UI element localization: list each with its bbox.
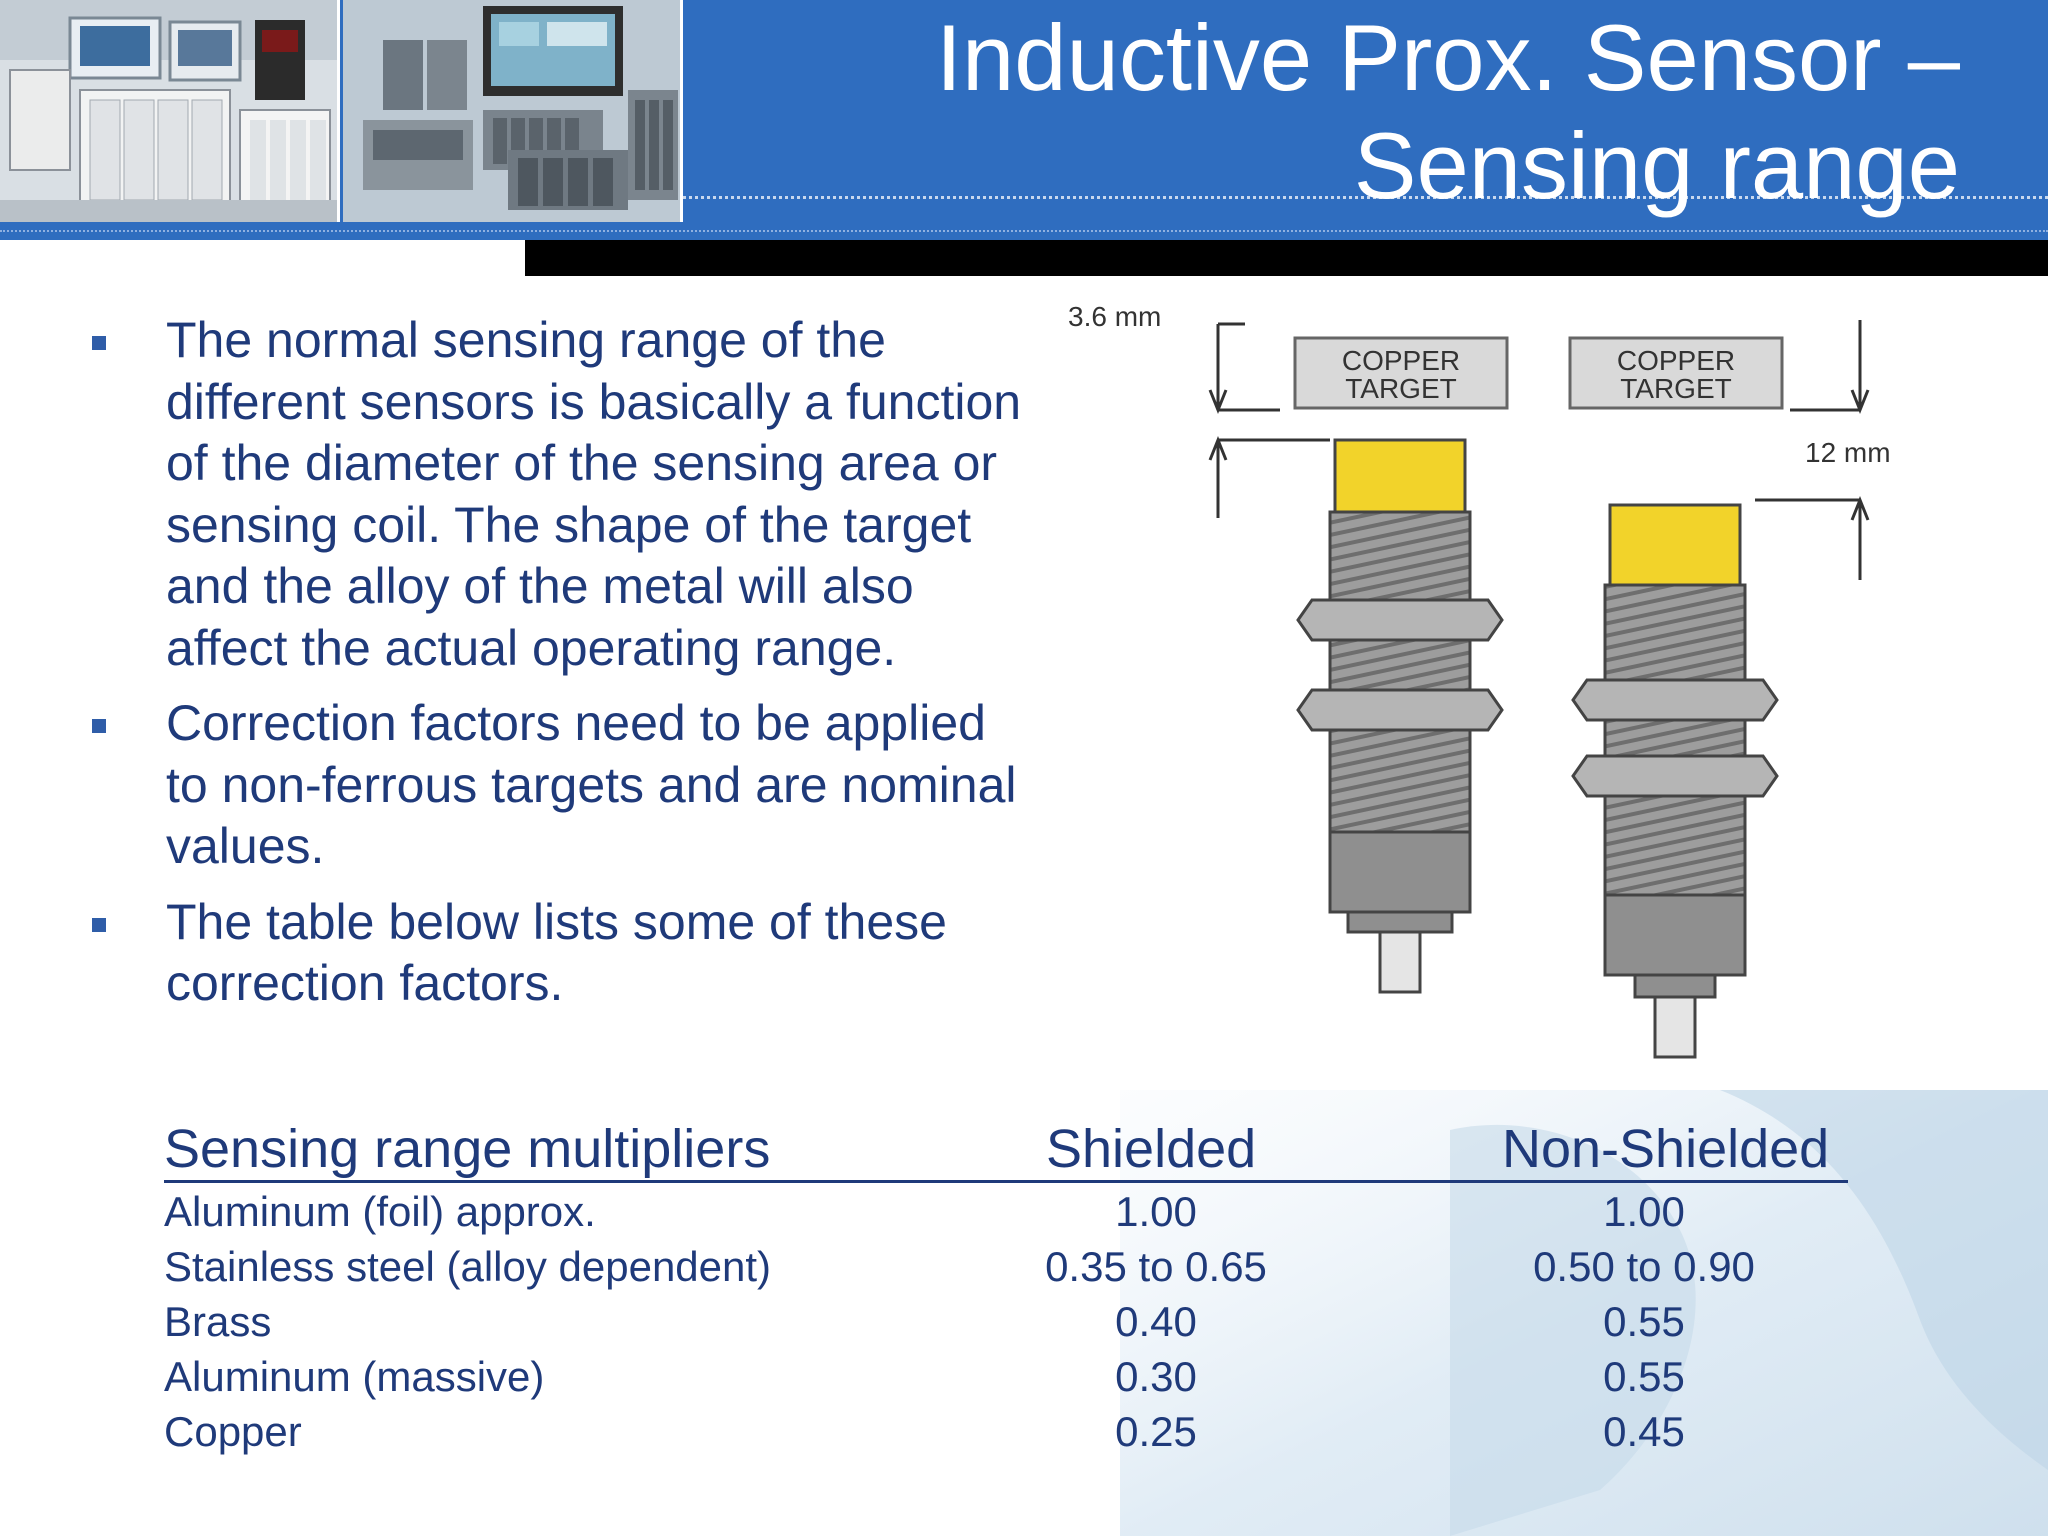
- header-underline: [164, 1180, 1848, 1183]
- shielded-cell: 1.00: [1115, 1188, 1197, 1235]
- bullet-item: Correction factors need to be applied to…: [88, 693, 1028, 878]
- header-multipliers: Sensing range multipliers: [164, 1119, 771, 1179]
- left-target-line-2: TARGET: [1345, 373, 1456, 404]
- material-cell: Copper: [164, 1408, 302, 1455]
- bullet-text: The normal sensing range of the differen…: [166, 312, 1022, 676]
- shielded-cell: 0.30: [1115, 1353, 1197, 1400]
- bullet-item: The normal sensing range of the differen…: [88, 310, 1028, 679]
- shielded-cell: 0.35 to 0.65: [1045, 1243, 1267, 1290]
- slide-header: Inductive Prox. Sensor – Sensing range: [0, 0, 2048, 240]
- left-target-line-1: COPPER: [1342, 345, 1460, 376]
- correction-factor-table: Sensing range multipliers Shielded Non-S…: [164, 1118, 1864, 1459]
- shielded-cell: 0.25: [1115, 1408, 1197, 1455]
- plc-hardware-photo: [0, 0, 340, 222]
- non-shielded-sensor: [1571, 503, 1779, 1059]
- non-shielded-cell: 0.55: [1603, 1298, 1685, 1345]
- shielded-sensor: [1296, 438, 1504, 994]
- plc-modules-photo: [343, 0, 683, 222]
- right-copper-target: COPPER TARGET: [1568, 336, 1784, 410]
- square-bullet-icon: [92, 336, 106, 350]
- table-row: Aluminum (foil) approx. 1.00 1.00: [164, 1184, 1864, 1239]
- square-bullet-icon: [92, 917, 106, 932]
- bullet-item: The table below lists some of these corr…: [88, 892, 1028, 1015]
- right-distance-label: 12 mm: [1805, 437, 1891, 468]
- header-black-bar: [525, 240, 2048, 276]
- bullet-text: The table below lists some of these corr…: [166, 893, 947, 1012]
- header-dotted-rule-lower: [0, 230, 2048, 232]
- header-gap: [0, 240, 525, 252]
- right-target-line-2: TARGET: [1620, 373, 1731, 404]
- header-dotted-rule: [683, 196, 2048, 199]
- material-cell: Aluminum (massive): [164, 1353, 545, 1400]
- header-shielded: Shielded: [1046, 1119, 1257, 1179]
- material-cell: Aluminum (foil) approx.: [164, 1188, 596, 1235]
- non-shielded-cell: 0.50 to 0.90: [1533, 1243, 1755, 1290]
- left-dimension-arrows: [1208, 322, 1330, 518]
- non-shielded-cell: 1.00: [1603, 1188, 1685, 1235]
- shielded-cell: 0.40: [1115, 1298, 1197, 1345]
- title-line-1: Inductive Prox. Sensor –: [935, 5, 1960, 110]
- bullet-text: Correction factors need to be applied to…: [166, 695, 1017, 874]
- square-bullet-icon: [92, 719, 106, 733]
- table-row: Brass 0.40 0.55: [164, 1294, 1864, 1349]
- slide-title: Inductive Prox. Sensor – Sensing range: [680, 4, 1960, 220]
- non-shielded-cell: 0.45: [1603, 1408, 1685, 1455]
- table-row: Aluminum (massive) 0.30 0.55: [164, 1349, 1864, 1404]
- table-row: Copper 0.25 0.45: [164, 1404, 1864, 1459]
- right-dimension-arrows: [1755, 320, 1870, 580]
- header-non-shielded: Non-Shielded: [1502, 1119, 1830, 1179]
- left-copper-target: COPPER TARGET: [1293, 336, 1509, 410]
- sensor-range-diagram: 3.6 mm COPPER TARGET COPPER TARGET: [1030, 290, 2040, 1110]
- background-watermark: [1120, 1090, 2048, 1536]
- table-header: Sensing range multipliers Shielded Non-S…: [164, 1118, 1864, 1184]
- bullet-list: The normal sensing range of the differen…: [88, 310, 1028, 1029]
- title-line-2: Sensing range: [1353, 113, 1960, 218]
- table-row: Stainless steel (alloy dependent) 0.35 t…: [164, 1239, 1864, 1294]
- left-distance-label: 3.6 mm: [1068, 301, 1161, 332]
- material-cell: Stainless steel (alloy dependent): [164, 1243, 772, 1290]
- non-shielded-cell: 0.55: [1603, 1353, 1685, 1400]
- right-target-line-1: COPPER: [1617, 345, 1735, 376]
- material-cell: Brass: [164, 1298, 272, 1345]
